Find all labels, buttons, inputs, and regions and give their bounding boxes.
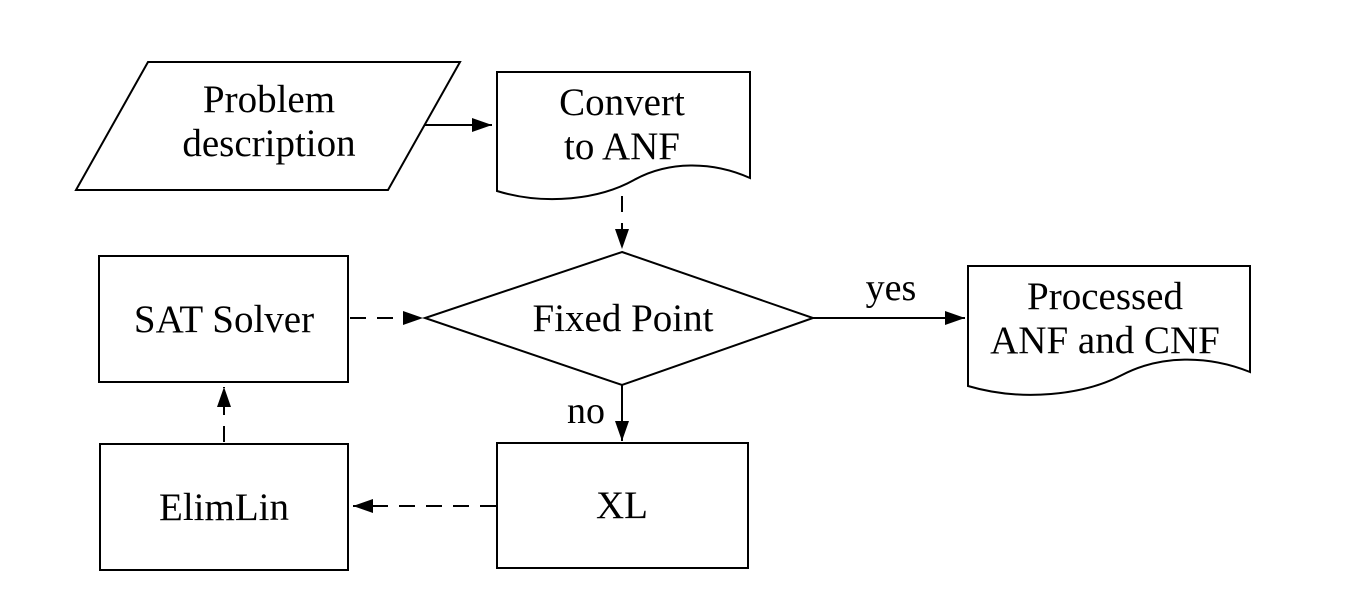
edge-label-yes: yes bbox=[866, 267, 917, 309]
document-shape bbox=[967, 265, 1251, 396]
node-processed-anf-cnf-label-line2: ANF and CNF bbox=[990, 319, 1220, 362]
rectangle-shape bbox=[98, 255, 349, 383]
node-convert-to-anf-label-line1: Convert bbox=[559, 81, 685, 124]
node-elimlin: ElimLin bbox=[99, 443, 349, 571]
diamond-shape bbox=[421, 250, 817, 387]
node-elimlin-label: ElimLin bbox=[159, 486, 289, 529]
node-processed-anf-cnf: Processed ANF and CNF bbox=[967, 265, 1251, 396]
parallelogram-shape bbox=[74, 61, 462, 191]
rectangle-shape bbox=[496, 442, 749, 569]
node-fixed-point: Fixed Point bbox=[421, 250, 817, 387]
node-problem-description-label-line1: Problem bbox=[203, 78, 335, 121]
document-shape bbox=[496, 71, 751, 201]
node-sat-solver: SAT Solver bbox=[98, 255, 349, 383]
edge-label-no: no bbox=[567, 390, 605, 432]
node-sat-solver-label: SAT Solver bbox=[134, 298, 314, 341]
node-fixed-point-label: Fixed Point bbox=[533, 297, 714, 340]
node-xl: XL bbox=[496, 442, 749, 569]
node-processed-anf-cnf-label-line1: Processed bbox=[1027, 275, 1183, 318]
node-problem-description-label-line2: description bbox=[182, 122, 355, 165]
node-problem-description: Problem description bbox=[74, 61, 462, 191]
node-xl-label: XL bbox=[596, 484, 648, 527]
node-convert-to-anf: Convert to ANF bbox=[496, 71, 751, 201]
node-convert-to-anf-label-line2: to ANF bbox=[564, 125, 680, 168]
rectangle-shape bbox=[99, 443, 349, 571]
